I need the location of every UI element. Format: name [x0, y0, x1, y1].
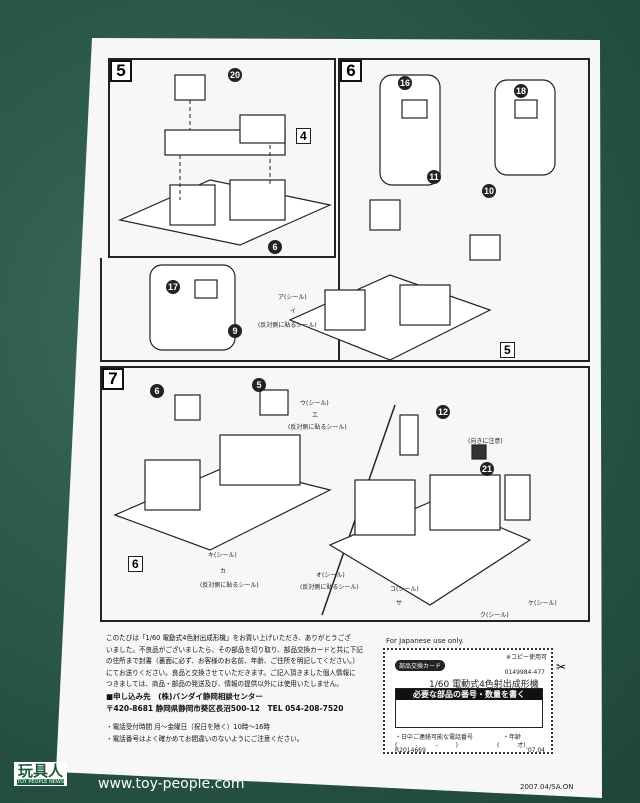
parts-exchange-card: ※コピー使用可 部品交換カード 0149984-477 1/60 電動式4色射出…: [383, 648, 553, 754]
part-11-label: 11: [427, 170, 441, 184]
notice-text: このたびは「1/60 電動式4色射出成形機」をお買い上げいただき、ありがとうござ…: [106, 633, 378, 745]
step-7-panel: [100, 366, 590, 622]
ref-5: 5: [500, 342, 515, 358]
ref-6-step7: 6: [128, 556, 143, 572]
part-17-label: 17: [166, 280, 180, 294]
japan-only: For Japanese use only.: [386, 637, 464, 645]
step-5-illustration: [118, 74, 332, 246]
sticker-e: エ: [312, 412, 319, 419]
apply-to: ■申し込み先 (株)バンダイ静岡相談センター: [106, 691, 263, 701]
notice-line: の住所まで封書（裏面に必ず、お客様のお名前、年齢、ご住所を明記してください。）: [106, 657, 359, 666]
sticker-u: ウ(シール): [300, 400, 329, 407]
step-6-panel: [338, 58, 590, 362]
notice-line: つきましては、商品・部品の発送及び、情報の提供以外には使用いたしません。: [106, 680, 343, 689]
step-6-lower-border: [100, 258, 590, 362]
part-21-label: 21: [480, 462, 494, 476]
sticker-ke: ケ(シール): [528, 600, 557, 607]
part-10-label: 10: [482, 184, 496, 198]
card-code: 0149984-477: [504, 669, 545, 676]
part-12-label: 12: [436, 405, 450, 419]
card-title: 部品交換カード: [395, 660, 446, 671]
card-date: '07.04: [526, 747, 545, 754]
notice-line: にてお送りください。良品と交換させていただきます。ご記入頂きました個人情報に: [106, 668, 356, 677]
ref-5-step7: 5: [252, 378, 266, 392]
ref-4: 4: [296, 128, 311, 144]
card-product: 1/60 電動式4色射出成形機: [429, 680, 539, 690]
watermark-url: www.toy-people.com: [98, 776, 245, 792]
step-5-number: 5: [110, 60, 132, 82]
step-5-panel: [108, 58, 336, 258]
caution-orientation: (向きに注意): [468, 438, 503, 445]
phone-hours: ・電話受付時間 月～金曜日（祝日を除く）10時～16時: [106, 723, 270, 732]
sticker-ku: ク(シール): [480, 612, 509, 619]
phone-field[interactable]: ( - - ): [395, 742, 459, 749]
sticker-back-1: (反対側に貼るシール): [258, 322, 317, 329]
part-20-label: 20: [228, 68, 242, 82]
sticker-ki: キ(シール): [208, 552, 237, 559]
ref-6-step7-a: 6: [150, 384, 164, 398]
watermark-logo-text: 玩具人: [18, 762, 64, 780]
step-7-number: 7: [102, 368, 124, 390]
sticker-back-2: (反対側に貼るシール): [288, 424, 347, 431]
part-9-label: 9: [228, 324, 242, 338]
watermark-sub: TOY PEOPLE NEWS: [17, 779, 65, 785]
card-instruction: 必要な部品の番号・数量を書く: [396, 689, 542, 700]
copy-ok: ※コピー使用可: [505, 654, 547, 661]
ref-6-label: 6: [268, 240, 282, 254]
sticker-ka: カ: [220, 568, 227, 575]
part-16-label: 16: [398, 76, 412, 90]
scissors-icon: ✂: [556, 660, 567, 674]
footer-code: 2007.04/SA.ON: [520, 783, 574, 791]
step-6-number: 6: [340, 60, 362, 82]
notice-line: このたびは「1/60 電動式4色射出成形機」をお買い上げいただき、ありがとうござ: [106, 634, 351, 642]
step-6-illustration: [149, 74, 556, 361]
watermark-logo: 玩具人 TOY PEOPLE NEWS: [14, 762, 68, 786]
age-field[interactable]: ( 才): [497, 742, 526, 749]
parts-request-field[interactable]: 必要な部品の番号・数量を書く: [395, 688, 543, 728]
notice-line: いました。不良品がございましたら、その部品を切り取り、部品交換カードと共に下記: [106, 645, 363, 654]
sticker-i: イ: [290, 308, 297, 315]
sticker-o: オ(シール): [316, 572, 345, 579]
step-7-illustration: [113, 389, 532, 616]
sticker-sa: サ: [396, 600, 403, 607]
sticker-a: ア(シール): [278, 294, 307, 301]
sticker-ko: コ(シール): [390, 586, 419, 593]
sticker-back-4: (反対側に貼るシール): [300, 584, 359, 591]
sticker-back-3: (反対側に貼るシール): [200, 582, 259, 589]
address: 〒420-8681 静岡県静岡市葵区長沼500-12 TEL 054-208-7…: [106, 703, 344, 713]
phone-caution: ・電話番号はよく確かめてお間違いのないようにご注意ください。: [106, 734, 304, 743]
age-label: ・年齢: [503, 734, 522, 741]
part-18-label: 18: [514, 84, 528, 98]
phone-label: ・日中ご連絡可能な電話番号: [395, 734, 474, 741]
card-serial: R2014669: [395, 747, 426, 754]
